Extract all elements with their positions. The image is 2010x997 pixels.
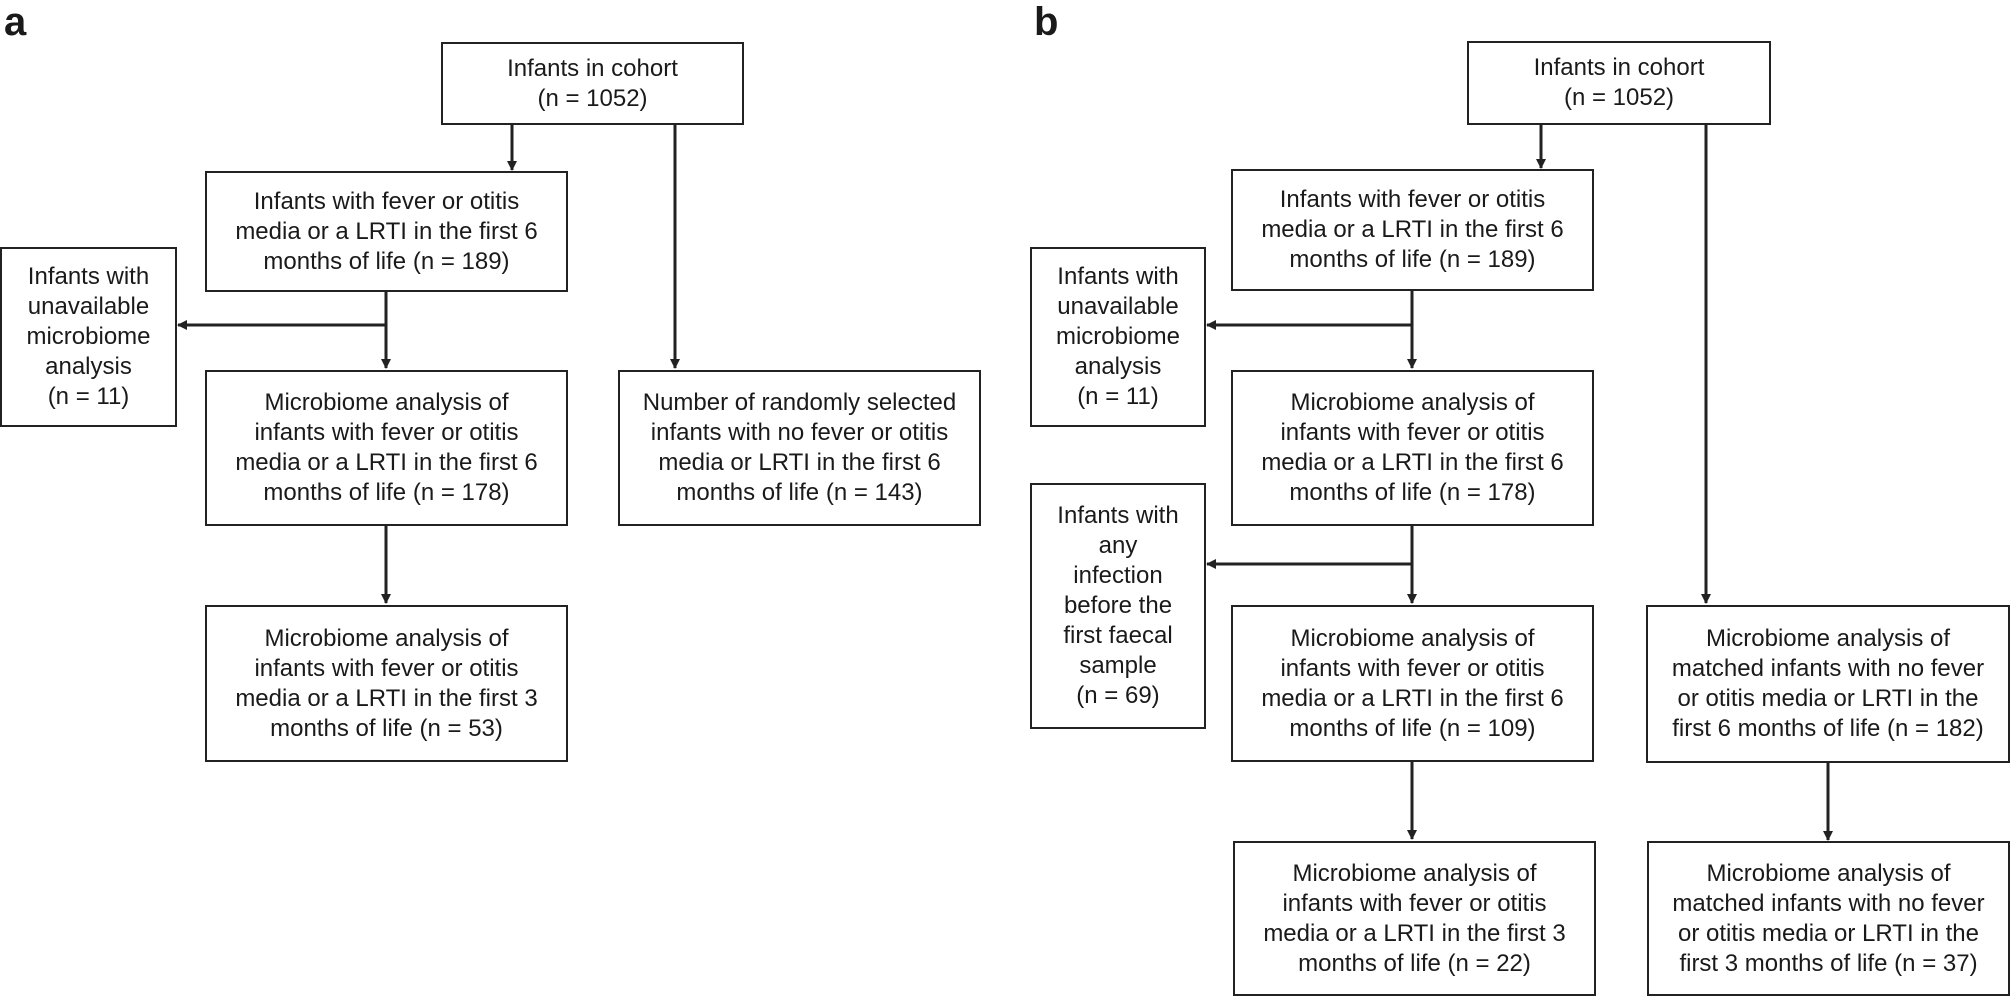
box-text-line: months of life (n = 178)	[263, 479, 510, 506]
b-box-matched-6m: Microbiome analysis of matched infants wi…	[1646, 605, 2010, 763]
box-text-line: or otitis media or LRTI in the	[1677, 685, 1979, 712]
box-text-line: months of life (n = 22)	[1298, 949, 1531, 977]
box-text-line: media or a LRTI in the first 6	[235, 217, 538, 245]
box-text-line: Microbiome analysis of	[1706, 859, 1951, 887]
box-text-line: months of life (n = 143)	[676, 479, 923, 506]
box-text-line: Infants in cohort	[1533, 54, 1705, 81]
box-text-line: Microbiome analysis of	[1292, 859, 1537, 887]
box-text-line: first faecal	[1063, 622, 1173, 649]
box-text-line: months of life (n = 53)	[270, 714, 503, 742]
box-text-line: media or a LRTI in the first 3	[1263, 919, 1566, 947]
box-text-line: Infants with fever or otitis	[1279, 186, 1546, 213]
a-box-unavailable: Infants with unavailable microbiome analysi…	[0, 247, 177, 427]
box-text-line: matched infants with no fever	[1671, 655, 1985, 682]
box-text-line: analysis	[45, 353, 132, 380]
b-box-microbiome-6m-178: Microbiome analysis of infants with fever…	[1231, 370, 1594, 526]
box-text-line: (n = 11)	[1077, 383, 1159, 410]
box-text-line: (n = 11)	[47, 383, 130, 410]
box-text-line: microbiome	[1055, 323, 1181, 350]
b-box-unavailable: Infants with unavailable microbiome analysi…	[1030, 247, 1206, 427]
box-text-line: media or a LRTI in the first 6	[1261, 684, 1564, 712]
a-box-microbiome-6m: Microbiome analysis of infants with fever…	[205, 370, 568, 526]
box-text-line: (n = 1052)	[1563, 84, 1675, 111]
b-box-any-infection: Infants with any infection before the first …	[1030, 483, 1206, 729]
box-text-line: media or a LRTI in the first 3	[235, 684, 538, 712]
box-text-line: Microbiome analysis of	[264, 389, 509, 416]
box-text-line: Infants with	[1057, 263, 1179, 290]
box-text-line: before the	[1063, 592, 1173, 619]
box-text-line: first 6 months of life (n = 182)	[1672, 715, 1984, 742]
box-text-line: Number of randomly selected	[642, 389, 957, 416]
box-text-line: infants with fever or otitis	[1282, 889, 1547, 917]
box-text-line: analysis	[1074, 353, 1162, 380]
box-text-line: months of life (n = 109)	[1289, 714, 1536, 742]
box-text-line: matched infants with no fever	[1672, 889, 1985, 917]
box-text-line: first 3 months of life (n = 37)	[1679, 949, 1978, 977]
panel-label-a: a	[4, 0, 27, 44]
a-box-cohort: Infants in cohort(n = 1052)	[441, 42, 744, 125]
box-text-line: Infants with	[27, 263, 150, 290]
box-text-line: Microbiome analysis of	[1290, 389, 1535, 416]
box-text-line: media or a LRTI in the first 6	[1261, 449, 1564, 476]
box-text-line: media or a LRTI in the first 6	[235, 449, 538, 476]
box-text-line: infants with fever or otitis	[1280, 654, 1545, 682]
panel-label-b: b	[1034, 0, 1059, 44]
box-text-line: or otitis media or LRTI in the	[1677, 919, 1980, 947]
box-text-line: Microbiome analysis of	[264, 624, 509, 652]
box-text-line: Microbiome analysis of	[1290, 624, 1535, 652]
box-text-line: sample	[1079, 652, 1157, 679]
box-text-line: media or a LRTI in the first 6	[1261, 216, 1564, 243]
box-text-line: Infants with	[1057, 502, 1179, 529]
box-text-line: (n = 69)	[1076, 682, 1160, 709]
box-text-line: Microbiome analysis of	[1705, 625, 1951, 652]
box-text-line: months of life (n = 178)	[1289, 479, 1536, 506]
box-text-line: Infants in cohort	[507, 54, 678, 82]
box-text-line: infants with no fever or otitis	[650, 419, 949, 446]
b-box-cohort: Infants in cohort (n = 1052)	[1467, 41, 1771, 125]
box-text-line: microbiome	[26, 323, 151, 350]
box-text-line: unavailable	[1057, 293, 1179, 320]
box-text-line: months of life (n = 189)	[263, 247, 510, 275]
box-text-line: any	[1098, 532, 1138, 559]
box-text-line: media or LRTI in the first 6	[658, 449, 941, 476]
box-text-line: months of life (n = 189)	[1289, 246, 1536, 273]
box-text-line: infants with fever or otitis	[254, 419, 519, 446]
a-box-random-controls: Number of randomly selected infants with …	[618, 370, 981, 526]
box-text-line: infants with fever or otitis	[254, 654, 519, 682]
box-text-line: Infants with fever or otitis	[253, 187, 520, 215]
box-text-line: infection	[1073, 562, 1163, 589]
box-text-line: (n = 1052)	[537, 84, 648, 112]
b-box-fever-6m: Infants with fever or otitis media or a L…	[1231, 169, 1594, 291]
box-text-line: unavailable	[27, 293, 150, 320]
box-text-line: infants with fever or otitis	[1280, 419, 1545, 446]
